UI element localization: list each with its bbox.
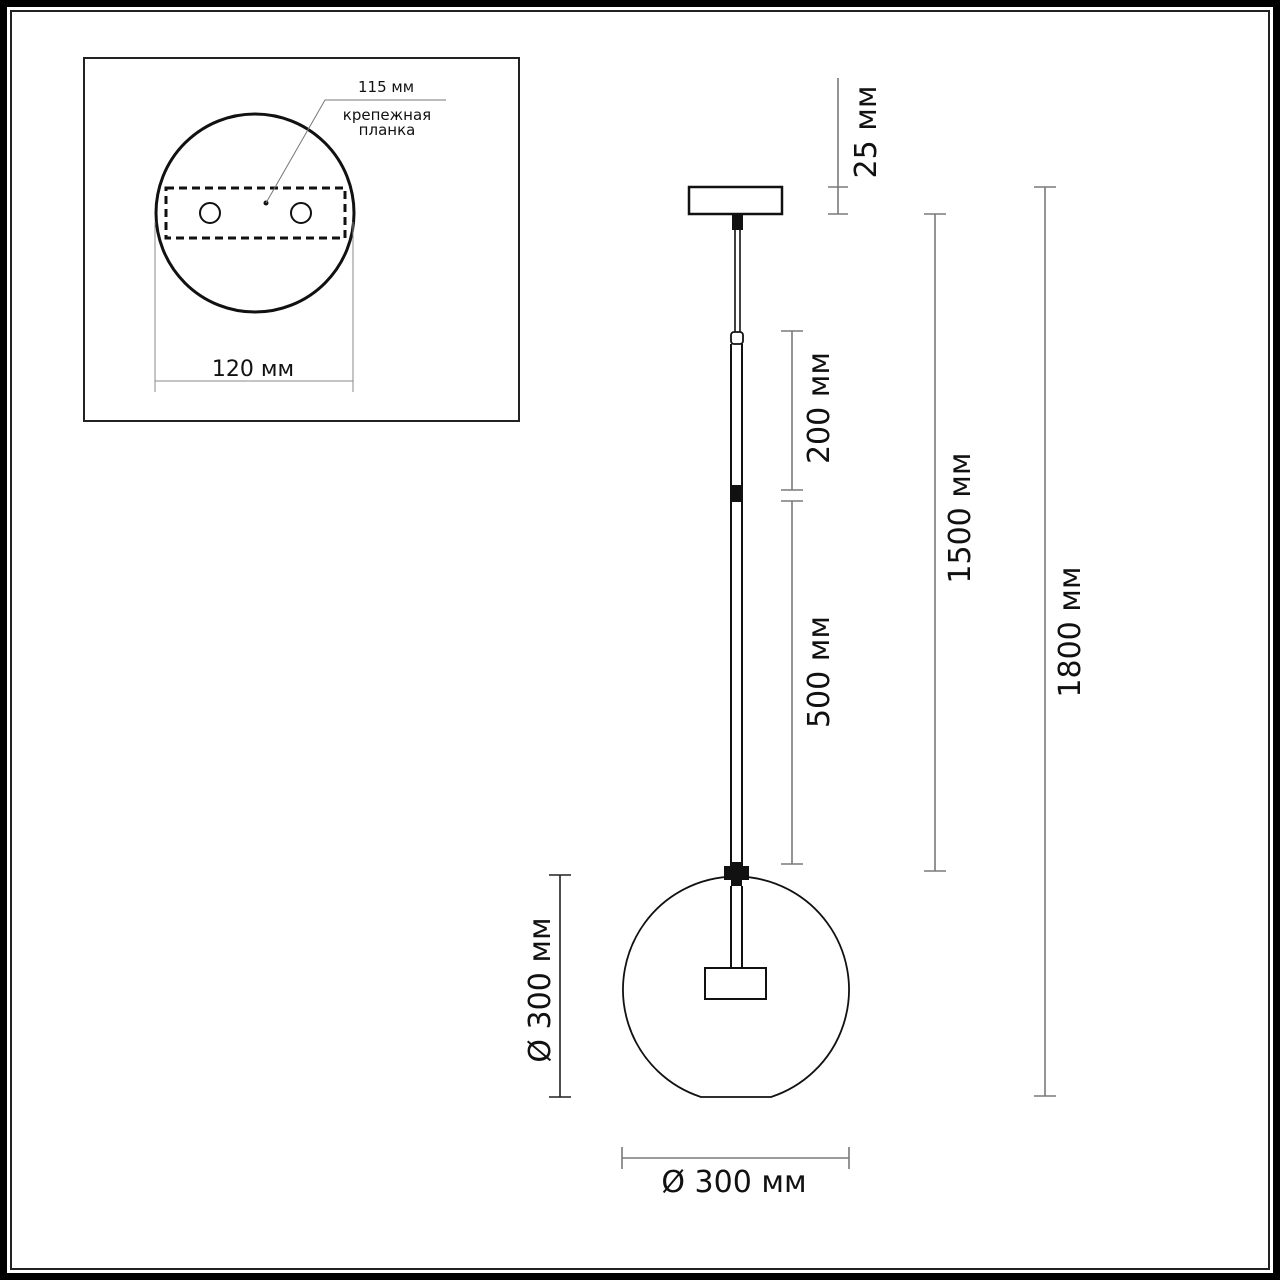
dimensions [549, 78, 1056, 1169]
plate-name-line1: крепежная [343, 106, 431, 124]
canopy-circle [154, 112, 356, 314]
mounting-plate-dashed [164, 186, 347, 240]
canopy-height-label: 25 мм [849, 86, 884, 179]
plate-length-label: 115 мм [358, 78, 414, 96]
plate-name-line2: планка [359, 121, 416, 139]
leader-line [265, 99, 446, 204]
canopy-diameter-label: 120 мм [212, 357, 294, 382]
led-module [704, 967, 767, 1000]
rod-upper-label: 200 мм [802, 352, 837, 464]
canopy [687, 185, 784, 216]
globe-holder-neck [731, 862, 742, 886]
screw-hole-right [290, 202, 312, 224]
globe-width-label: Ø 300 мм [661, 1165, 806, 1200]
rod-connector [730, 331, 744, 345]
rod-lower-label: 500 мм [802, 616, 837, 728]
canopy-grip [732, 214, 743, 230]
inset-top-view: 115 мм крепежная планка 120 мм [83, 57, 520, 422]
inner-frame [10, 10, 1270, 1270]
suspension-length-label: 1500 мм [943, 452, 978, 583]
globe-height-label: Ø 300 мм [523, 917, 558, 1062]
total-height-label: 1800 мм [1053, 566, 1088, 697]
glass-globe [622, 875, 850, 1098]
lamp-side-view [622, 185, 850, 1098]
screw-hole-left [199, 202, 221, 224]
rod-joint [731, 485, 742, 502]
inset-box [83, 57, 520, 422]
